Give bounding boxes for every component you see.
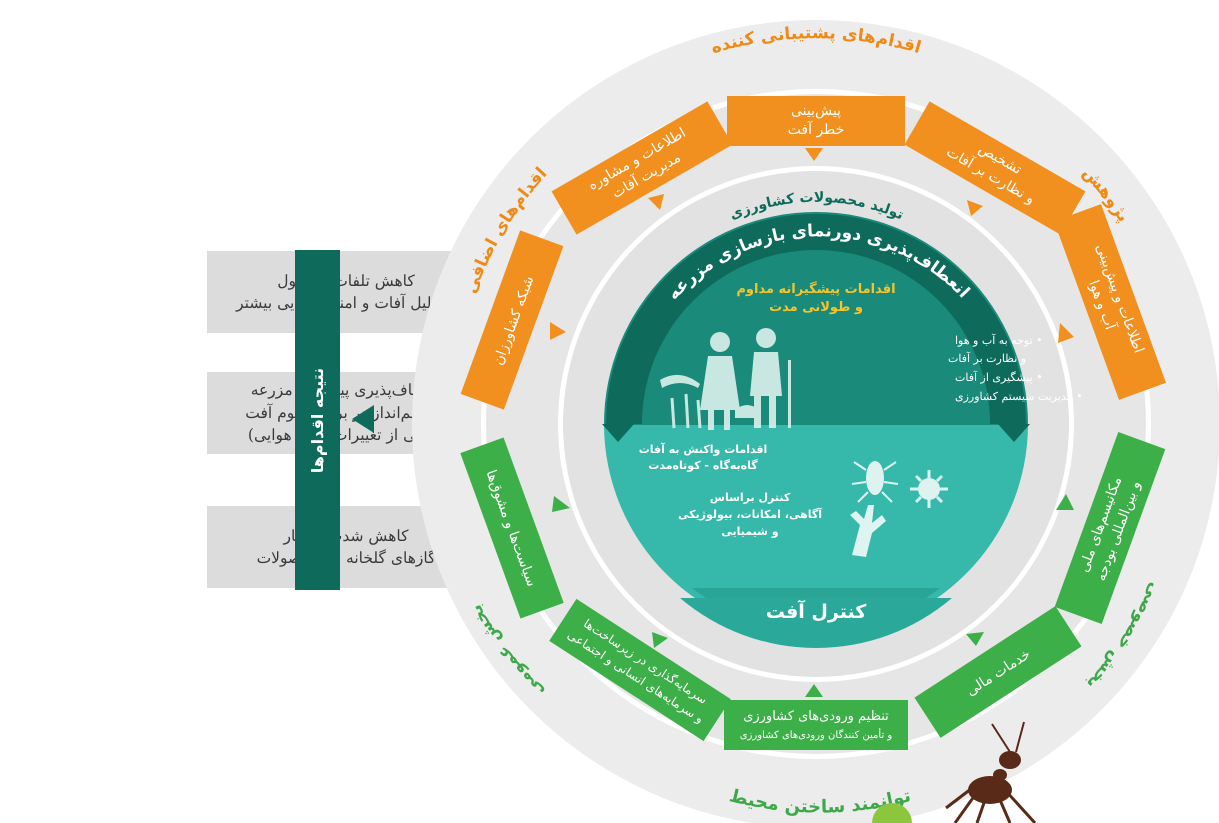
arrow-financial-services bbox=[966, 632, 984, 646]
preventive-item-3: • پیشگیری از آفات bbox=[955, 371, 1043, 384]
control-line-2: آگاهی، امکانات، بیولوژیکی bbox=[678, 507, 822, 521]
arrow-policies-incentives bbox=[552, 496, 570, 512]
ant-illustration bbox=[945, 721, 1037, 823]
block-input-regulation-line1: تنظیم ورودی‌های کشاورزی bbox=[743, 709, 889, 724]
farmers-illustration bbox=[660, 328, 791, 430]
pest-control-label: کنترل آفت bbox=[766, 599, 867, 623]
cactus-illustration bbox=[850, 505, 886, 557]
block-input-regulation: تنظیم ورودی‌های کشاورزی و تأمین کنندگان … bbox=[724, 684, 908, 750]
response-title-1: اقدامات واکنش به آفات bbox=[639, 442, 768, 456]
response-title-2: گاه‌به‌گاه - کوتاه‌مدت bbox=[648, 459, 758, 472]
preventive-item-2: و نظارت بر آفات bbox=[948, 352, 1026, 365]
arrow-budget-mechanisms bbox=[1056, 494, 1074, 510]
block-input-regulation-line2: و تأمین کنندگان ورودی‌های کشاورزی bbox=[740, 728, 893, 741]
arrow-infrastructure-investment bbox=[652, 632, 668, 648]
virus-illustration bbox=[910, 470, 948, 508]
bug-illustration bbox=[851, 461, 899, 503]
pest-control-band-shape bbox=[680, 598, 952, 648]
preventive-item-4: • مدیریت سیستم کشاورزی bbox=[955, 390, 1083, 403]
resilience-band-arrow-left bbox=[602, 424, 634, 442]
outcomes-arrow-icon bbox=[352, 405, 374, 433]
outcomes-title-bar bbox=[295, 250, 340, 590]
block-pest-forecast-line2: خطر آفت bbox=[788, 120, 845, 138]
preventive-title-2: و طولانی مدت bbox=[769, 300, 863, 315]
preventive-title-1: اقدامات پیشگیرانه مداوم bbox=[736, 281, 895, 297]
preventive-item-1: • توجه به آب و هوا bbox=[955, 334, 1043, 347]
arrow-pest-info bbox=[648, 194, 664, 210]
block-pest-forecast: پیش‌بینی خطر آفت bbox=[727, 96, 905, 161]
arrow-farmer-network bbox=[550, 322, 566, 340]
control-line-3: و شیمیایی bbox=[721, 525, 778, 538]
arrow-climate-info bbox=[1058, 323, 1074, 343]
arrow-pest-diagnosis bbox=[967, 200, 983, 216]
resilience-band-arrow-right bbox=[998, 424, 1030, 442]
resilience-band bbox=[606, 214, 1026, 424]
block-pest-forecast-line1: پیش‌بینی bbox=[791, 103, 841, 119]
control-line-1: کنترل براساس bbox=[710, 491, 791, 504]
green-dot-icon bbox=[872, 803, 912, 823]
